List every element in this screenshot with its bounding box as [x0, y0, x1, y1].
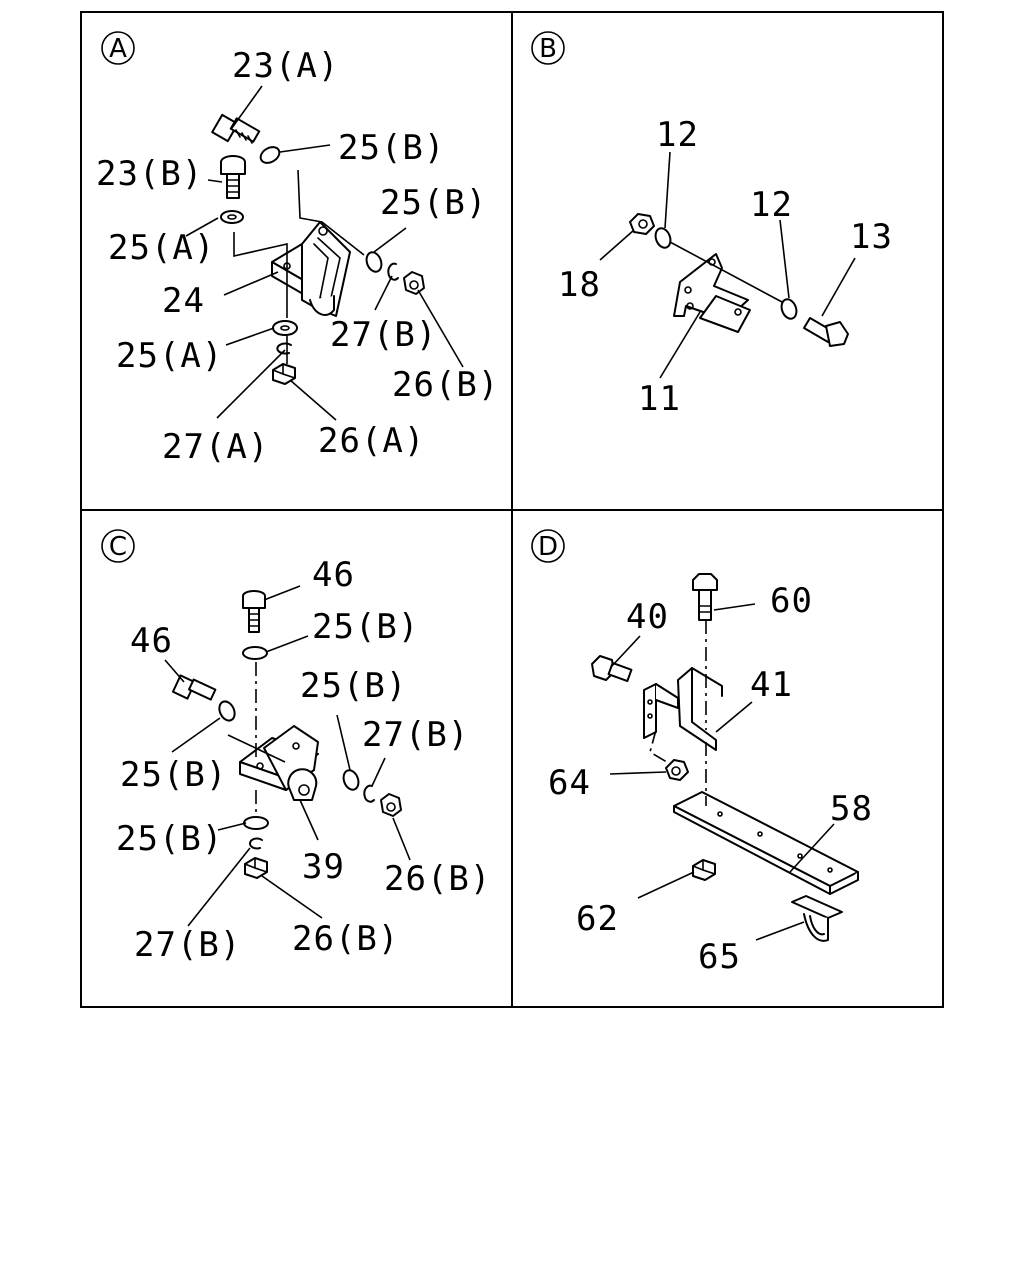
label-18: 18 [558, 265, 601, 305]
label-23a: 23(A) [232, 46, 339, 86]
bracket-39 [239, 725, 319, 801]
nut-26b-c-right [380, 793, 402, 817]
panel-a-id: A [109, 34, 127, 64]
label-12-left: 12 [656, 115, 699, 155]
clip-27b [387, 262, 399, 281]
label-25b-right: 25(B) [380, 183, 487, 223]
bolt-46-left [171, 674, 217, 701]
washer-25a-lower [272, 320, 298, 336]
bracket-41 [643, 667, 723, 751]
nut-26a [272, 363, 296, 385]
label-58: 58 [830, 789, 873, 829]
nut-18 [629, 213, 655, 235]
label-27b: 27(B) [330, 315, 437, 355]
bolt-46-top [242, 590, 266, 633]
label-26b-c-right: 26(B) [384, 859, 491, 899]
bracket-65 [791, 895, 843, 942]
clip-27a [276, 342, 292, 355]
nut-26b-c-lower [244, 857, 268, 879]
label-24: 24 [162, 281, 205, 321]
label-46-left: 46 [130, 621, 173, 661]
panel-a: A [96, 31, 499, 467]
label-25a-lower: 25(A) [116, 336, 223, 376]
label-26b-c-lower: 26(B) [292, 919, 399, 959]
label-65: 65 [698, 937, 741, 977]
washer-12-left [654, 227, 672, 249]
label-41: 41 [750, 665, 793, 705]
bolt-40 [591, 655, 633, 683]
bolt-13 [803, 317, 849, 347]
bracket-24 [271, 221, 351, 317]
label-46-top: 46 [312, 555, 355, 595]
panel-d-badge [531, 529, 565, 563]
label-27b-c: 27(B) [362, 715, 469, 755]
label-12-right: 12 [750, 185, 793, 225]
label-40: 40 [626, 597, 669, 637]
label-11: 11 [638, 379, 681, 419]
washer-25b-c4 [243, 816, 269, 830]
label-25b-c1: 25(B) [312, 607, 419, 647]
nut-62 [692, 859, 716, 881]
label-64: 64 [548, 763, 591, 803]
label-27a: 27(A) [162, 427, 269, 467]
nut-64 [665, 759, 689, 781]
label-25b-top: 25(B) [338, 128, 445, 168]
washer-12-right [780, 298, 798, 320]
washer-25b-c1 [242, 646, 268, 660]
washer-25b-right [365, 251, 383, 273]
panel-b-id: B [539, 34, 557, 64]
bolt-60 [692, 573, 718, 621]
panel-d-id: D [538, 532, 558, 562]
label-25b-c4: 25(B) [116, 819, 223, 859]
label-26a: 26(A) [318, 421, 425, 461]
label-25b-c3: 25(B) [300, 666, 407, 706]
clip-27b-c-lower [249, 837, 263, 850]
clip-27b-c [363, 784, 375, 803]
label-39: 39 [302, 847, 345, 887]
panel-c: C [101, 529, 491, 965]
panel-a-badge [101, 31, 135, 65]
washer-25b-c3 [342, 769, 360, 791]
label-26b: 26(B) [392, 365, 499, 405]
bolt-23b [220, 155, 246, 199]
label-27b-c-lower: 27(B) [134, 925, 241, 965]
panel-c-badge [101, 529, 135, 563]
label-23b: 23(B) [96, 154, 203, 194]
panel-d: D [531, 529, 873, 977]
panel-b-badge [531, 31, 565, 65]
washer-25b-c2 [218, 700, 236, 722]
panel-b: B 12 12 13 18 11 [531, 31, 893, 419]
label-62: 62 [576, 899, 619, 939]
bolt-23a [211, 113, 261, 144]
label-25b-c2: 25(B) [120, 755, 227, 795]
label-25a-upper: 25(A) [108, 228, 215, 268]
label-13: 13 [850, 217, 893, 257]
washer-25b-top [259, 146, 281, 164]
label-60: 60 [770, 581, 813, 621]
nut-26b [403, 271, 425, 295]
bracket-11 [673, 253, 751, 333]
washer-25a-upper [220, 210, 244, 224]
panel-c-id: C [109, 532, 127, 562]
